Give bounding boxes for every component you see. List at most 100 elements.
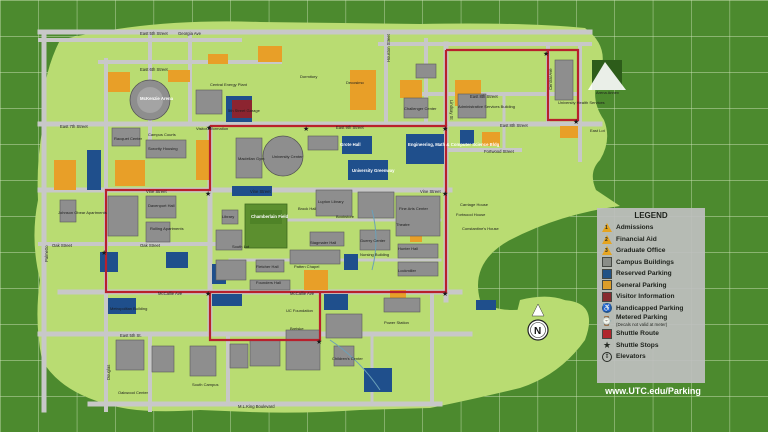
legend-label: General Parking	[616, 281, 667, 289]
svg-text:Visitor Information: Visitor Information	[196, 126, 228, 131]
svg-text:Patten Chapel: Patten Chapel	[294, 264, 319, 269]
svg-text:Metropolitan Building: Metropolitan Building	[110, 306, 147, 311]
svg-text:Lindsay St: Lindsay St	[449, 100, 454, 120]
svg-text:Oak Street: Oak Street	[140, 243, 161, 248]
svg-text:Power Station: Power Station	[384, 320, 409, 325]
north-arrow: N	[527, 303, 549, 341]
svg-text:★: ★	[442, 290, 448, 298]
legend-label: Graduate Office	[616, 247, 666, 255]
svg-text:Children's Center: Children's Center	[332, 356, 363, 361]
svg-text:Hunter Hall: Hunter Hall	[398, 246, 418, 251]
legend-item-campus-buildings: Campus Buildings	[602, 257, 700, 269]
visitor-info-building	[232, 100, 252, 118]
svg-text:★: ★	[205, 290, 211, 298]
svg-text:East 5th St.: East 5th St.	[120, 333, 142, 338]
svg-text:Maclellan Gym: Maclellan Gym	[238, 156, 265, 161]
building-labels: McKenzie Arena University Center Grote H…	[58, 74, 619, 395]
svg-text:Fletcher Hall: Fletcher Hall	[256, 264, 279, 269]
svg-text:South Campus: South Campus	[192, 382, 218, 387]
legend-item-shuttle-stops: ★Shuttle Stops	[602, 340, 700, 352]
svg-text:Theatre: Theatre	[396, 222, 411, 227]
legend-label: Elevators	[616, 353, 646, 361]
svg-text:Administrative Services Buildi: Administrative Services Building	[458, 104, 515, 109]
svg-text:Decosimo: Decosimo	[346, 80, 365, 85]
svg-text:Oakwood Center: Oakwood Center	[118, 390, 149, 395]
svg-text:Vine Street: Vine Street	[420, 189, 441, 194]
color-swatch-icon	[602, 257, 612, 268]
reserved-parking-lots	[87, 96, 496, 392]
svg-text:Nursing Building: Nursing Building	[360, 252, 389, 257]
svg-text:Lockmiller: Lockmiller	[398, 268, 417, 273]
svg-text:★: ★	[573, 118, 579, 126]
campus-area	[34, 21, 620, 413]
svg-text:University Center: University Center	[272, 154, 303, 159]
svg-text:Carriage House: Carriage House	[460, 202, 489, 207]
svg-text:Campus Courts: Campus Courts	[148, 132, 176, 137]
svg-text:★: ★	[303, 125, 309, 133]
svg-text:McCallie Ave: McCallie Ave	[158, 291, 183, 296]
svg-text:South Lot: South Lot	[232, 244, 250, 249]
svg-text:Douglas: Douglas	[106, 365, 111, 380]
svg-text:Brock Hall: Brock Hall	[298, 206, 316, 211]
svg-text:Fortwood House: Fortwood House	[456, 212, 486, 217]
svg-text:Challenger Center: Challenger Center	[404, 106, 437, 111]
svg-text:★: ★	[543, 50, 549, 58]
svg-text:Sorority Housing: Sorority Housing	[148, 146, 178, 151]
website-url[interactable]: www.UTC.edu/Parking	[605, 386, 701, 396]
legend-item-metered-parking: ⌚Metered Parking(Decals not valid at met…	[601, 314, 700, 328]
svg-text:University Greenway: University Greenway	[352, 168, 395, 173]
wheelchair-icon: ♿	[602, 303, 612, 314]
legend-item-shuttle-route: Shuttle Route	[602, 328, 700, 340]
svg-text:Georgia Ave: Georgia Ave	[178, 31, 202, 36]
svg-text:Houston Street: Houston Street	[386, 33, 391, 62]
color-swatch-icon	[602, 268, 612, 279]
legend-item-general-parking: General Parking	[602, 280, 700, 292]
svg-text:McCallie Ave: McCallie Ave	[290, 291, 315, 296]
warning-triangle-icon: 2	[602, 234, 612, 244]
legend-item-elevators: ⇕Elevators	[602, 351, 700, 363]
svg-text:Library: Library	[222, 214, 234, 219]
svg-text:Fortwood Street: Fortwood Street	[484, 149, 515, 154]
svg-text:Vine Street: Vine Street	[250, 189, 271, 194]
svg-text:Bookstore: Bookstore	[336, 214, 355, 219]
svg-text:East 8th Street: East 8th Street	[500, 123, 529, 128]
svg-text:East Lot: East Lot	[590, 128, 606, 133]
svg-text:Racquet Center: Racquet Center	[114, 136, 143, 141]
svg-text:Johnson Obear Apartments: Johnson Obear Apartments	[58, 210, 107, 215]
svg-text:Constantine's House: Constantine's House	[462, 226, 500, 231]
svg-text:McKenzie Arena: McKenzie Arena	[140, 96, 174, 101]
color-swatch-icon	[602, 291, 612, 302]
shuttle-route	[104, 48, 580, 342]
svg-text:Grote Hall: Grote Hall	[340, 142, 361, 147]
legend-sublabel: (Decals not valid at meter)	[616, 322, 668, 327]
svg-text:Vine Street: Vine Street	[146, 189, 167, 194]
svg-text:East 6th Street: East 6th Street	[140, 67, 169, 72]
legend-label: Shuttle Route	[616, 330, 659, 338]
svg-text:Davenport Hall: Davenport Hall	[148, 203, 175, 208]
legend-item-handicapped-parking: ♿Handicapped Parking	[602, 303, 700, 315]
svg-text:Founders Hall: Founders Hall	[256, 280, 281, 285]
legend-item-visitor-information: Visitor Information	[602, 291, 700, 303]
svg-text:Guerry Center: Guerry Center	[360, 238, 386, 243]
shuttle-stops: ★ ★ ★ ★ ★ ★ ★ ★ ★ ★ ★	[101, 50, 579, 346]
svg-text:★: ★	[316, 338, 322, 346]
svg-text:Stagmaier Hall: Stagmaier Hall	[310, 240, 336, 245]
svg-text:East 5th Street: East 5th Street	[140, 31, 169, 36]
svg-text:Oak Street: Oak Street	[52, 243, 73, 248]
legend-label: Financial Aid	[616, 235, 657, 243]
legend-item-reserved-parking: Reserved Parking	[602, 268, 700, 280]
svg-text:Palmetto: Palmetto	[44, 245, 49, 262]
svg-text:Central Ave: Central Ave	[548, 68, 553, 90]
svg-text:★: ★	[442, 190, 448, 198]
parking-meter-icon: ⌚	[601, 315, 613, 326]
svg-text:East 9th Street: East 9th Street	[336, 125, 365, 130]
svg-text:Engineering, Math & Computer S: Engineering, Math & Computer Science Bld…	[408, 142, 500, 147]
legend-label: Metered Parking(Decals not valid at mete…	[616, 314, 668, 327]
legend-label: Campus Buildings	[616, 258, 674, 266]
svg-text:★: ★	[442, 125, 448, 133]
north-label: N	[534, 326, 541, 337]
legend-label: Admissions	[616, 224, 654, 232]
